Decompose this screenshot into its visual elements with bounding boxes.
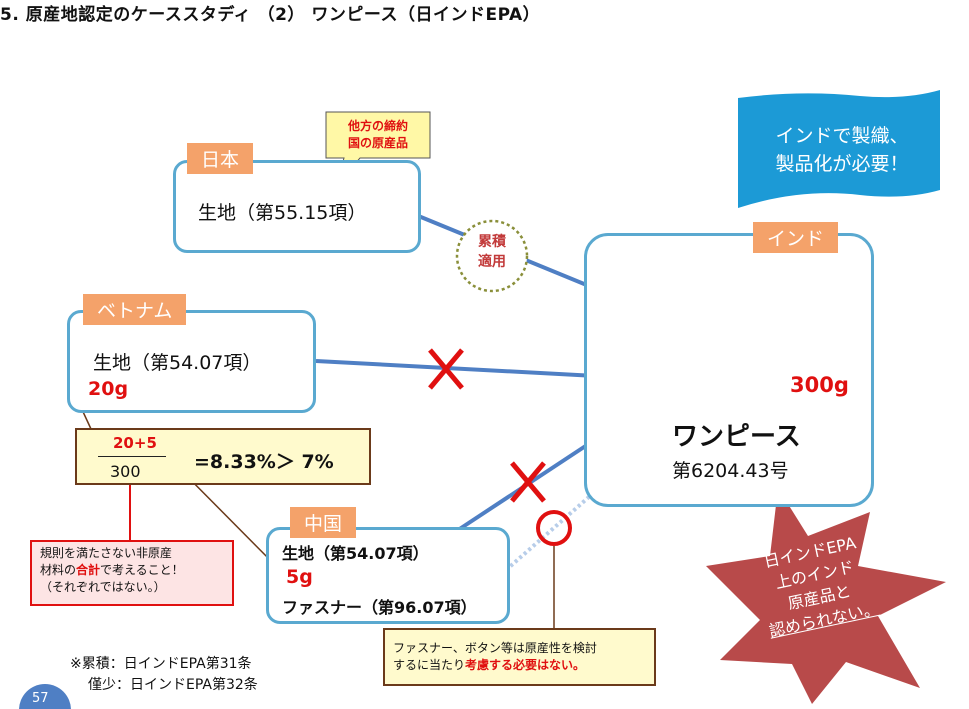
cumulation-label: 累積 適用 (470, 232, 514, 272)
callout-line2: 国の原産品 (347, 136, 408, 150)
footnote-line2: 僅少：日インドEPA第32条 (88, 677, 258, 693)
rule-note-emphasis: 合計 (76, 563, 101, 577)
page-title: 5. 原産地認定のケーススタディ （2） ワンピース（日インドEPA） (0, 5, 541, 25)
vietnam-material: 生地（第54.07項） (93, 352, 262, 374)
cumulation-line2: 適用 (478, 254, 506, 270)
banner-line2: 製品化が必要！ (775, 153, 909, 175)
fastener-note: ファスナー、ボタン等は原産性を検討 するに当たり考慮する必要はない。 (383, 628, 656, 686)
china-material1: 生地（第54.07項） (282, 544, 429, 563)
arrow-vietnam-to-india (315, 359, 633, 378)
formula-denominator: 300 (110, 462, 141, 481)
footnote: ※累積：日インドEPA第31条 僅少：日インドEPA第32条 (70, 654, 258, 696)
vietnam-weight: 20g (88, 378, 129, 400)
callout-line1: 他方の締約 (347, 119, 408, 133)
rule-note: 規則を満たさない非原産 材料の合計で考えること！ （それぞれではない。） (30, 540, 234, 606)
india-weight: 300g (790, 373, 849, 397)
japan-box (173, 160, 421, 253)
india-tag: インド (753, 222, 839, 253)
fastener-note-emphasis: 考慮する必要はない。 (465, 658, 586, 672)
page-number: 57 (32, 691, 49, 706)
formula-fraction-bar (98, 456, 166, 457)
india-hs-code: 第6204.43号 (672, 460, 789, 482)
callout-japan-text: 他方の締約 国の原産品 (336, 118, 420, 152)
china-tag: 中国 (290, 507, 357, 538)
rule-note-line1: 規則を満たさない非原産 (40, 546, 173, 560)
cumulation-circle (455, 219, 529, 293)
verdict-star-shape (706, 488, 946, 704)
india-product: ワンピース (672, 422, 801, 452)
footnote-line1: ※累積：日インドEPA第31条 (70, 656, 252, 672)
india-box (584, 233, 874, 507)
formula-numerator: 20+5 (113, 434, 157, 452)
rule-note-line2-post: で考えること！ (100, 563, 184, 577)
page-number-circle (19, 684, 71, 709)
banner-shape (738, 90, 940, 208)
japan-tag: 日本 (187, 143, 254, 174)
japan-material: 生地（第55.15項） (198, 202, 367, 224)
cross-mark-vietnam (428, 348, 464, 390)
banner-line1: インドで製織、 (775, 125, 909, 147)
cross-mark-china (510, 461, 546, 503)
china-material2: ファスナー（第96.07項） (282, 598, 477, 617)
cumulation-line1: 累積 (478, 234, 506, 250)
rule-note-line2: 材料の合計で考えること！ (40, 562, 224, 579)
rule-note-line3: （それぞれではない。） (40, 580, 166, 594)
fastener-note-line2-pre: するに当たり (393, 658, 466, 672)
fastener-note-line2: するに当たり考慮する必要はない。 (393, 657, 646, 674)
formula-result: =8.33%＞ 7% (194, 451, 334, 473)
china-weight: 5g (286, 566, 313, 588)
fastener-note-line1: ファスナー、ボタン等は原産性を検討 (393, 641, 597, 655)
banner-text: インドで製織、 製品化が必要！ (752, 122, 932, 178)
vietnam-tag: ベトナム (83, 294, 187, 325)
circle-mark-fastener (536, 510, 572, 546)
china-box (266, 527, 510, 624)
vietnam-box (67, 310, 316, 413)
rule-note-line2-pre: 材料の (40, 563, 77, 577)
